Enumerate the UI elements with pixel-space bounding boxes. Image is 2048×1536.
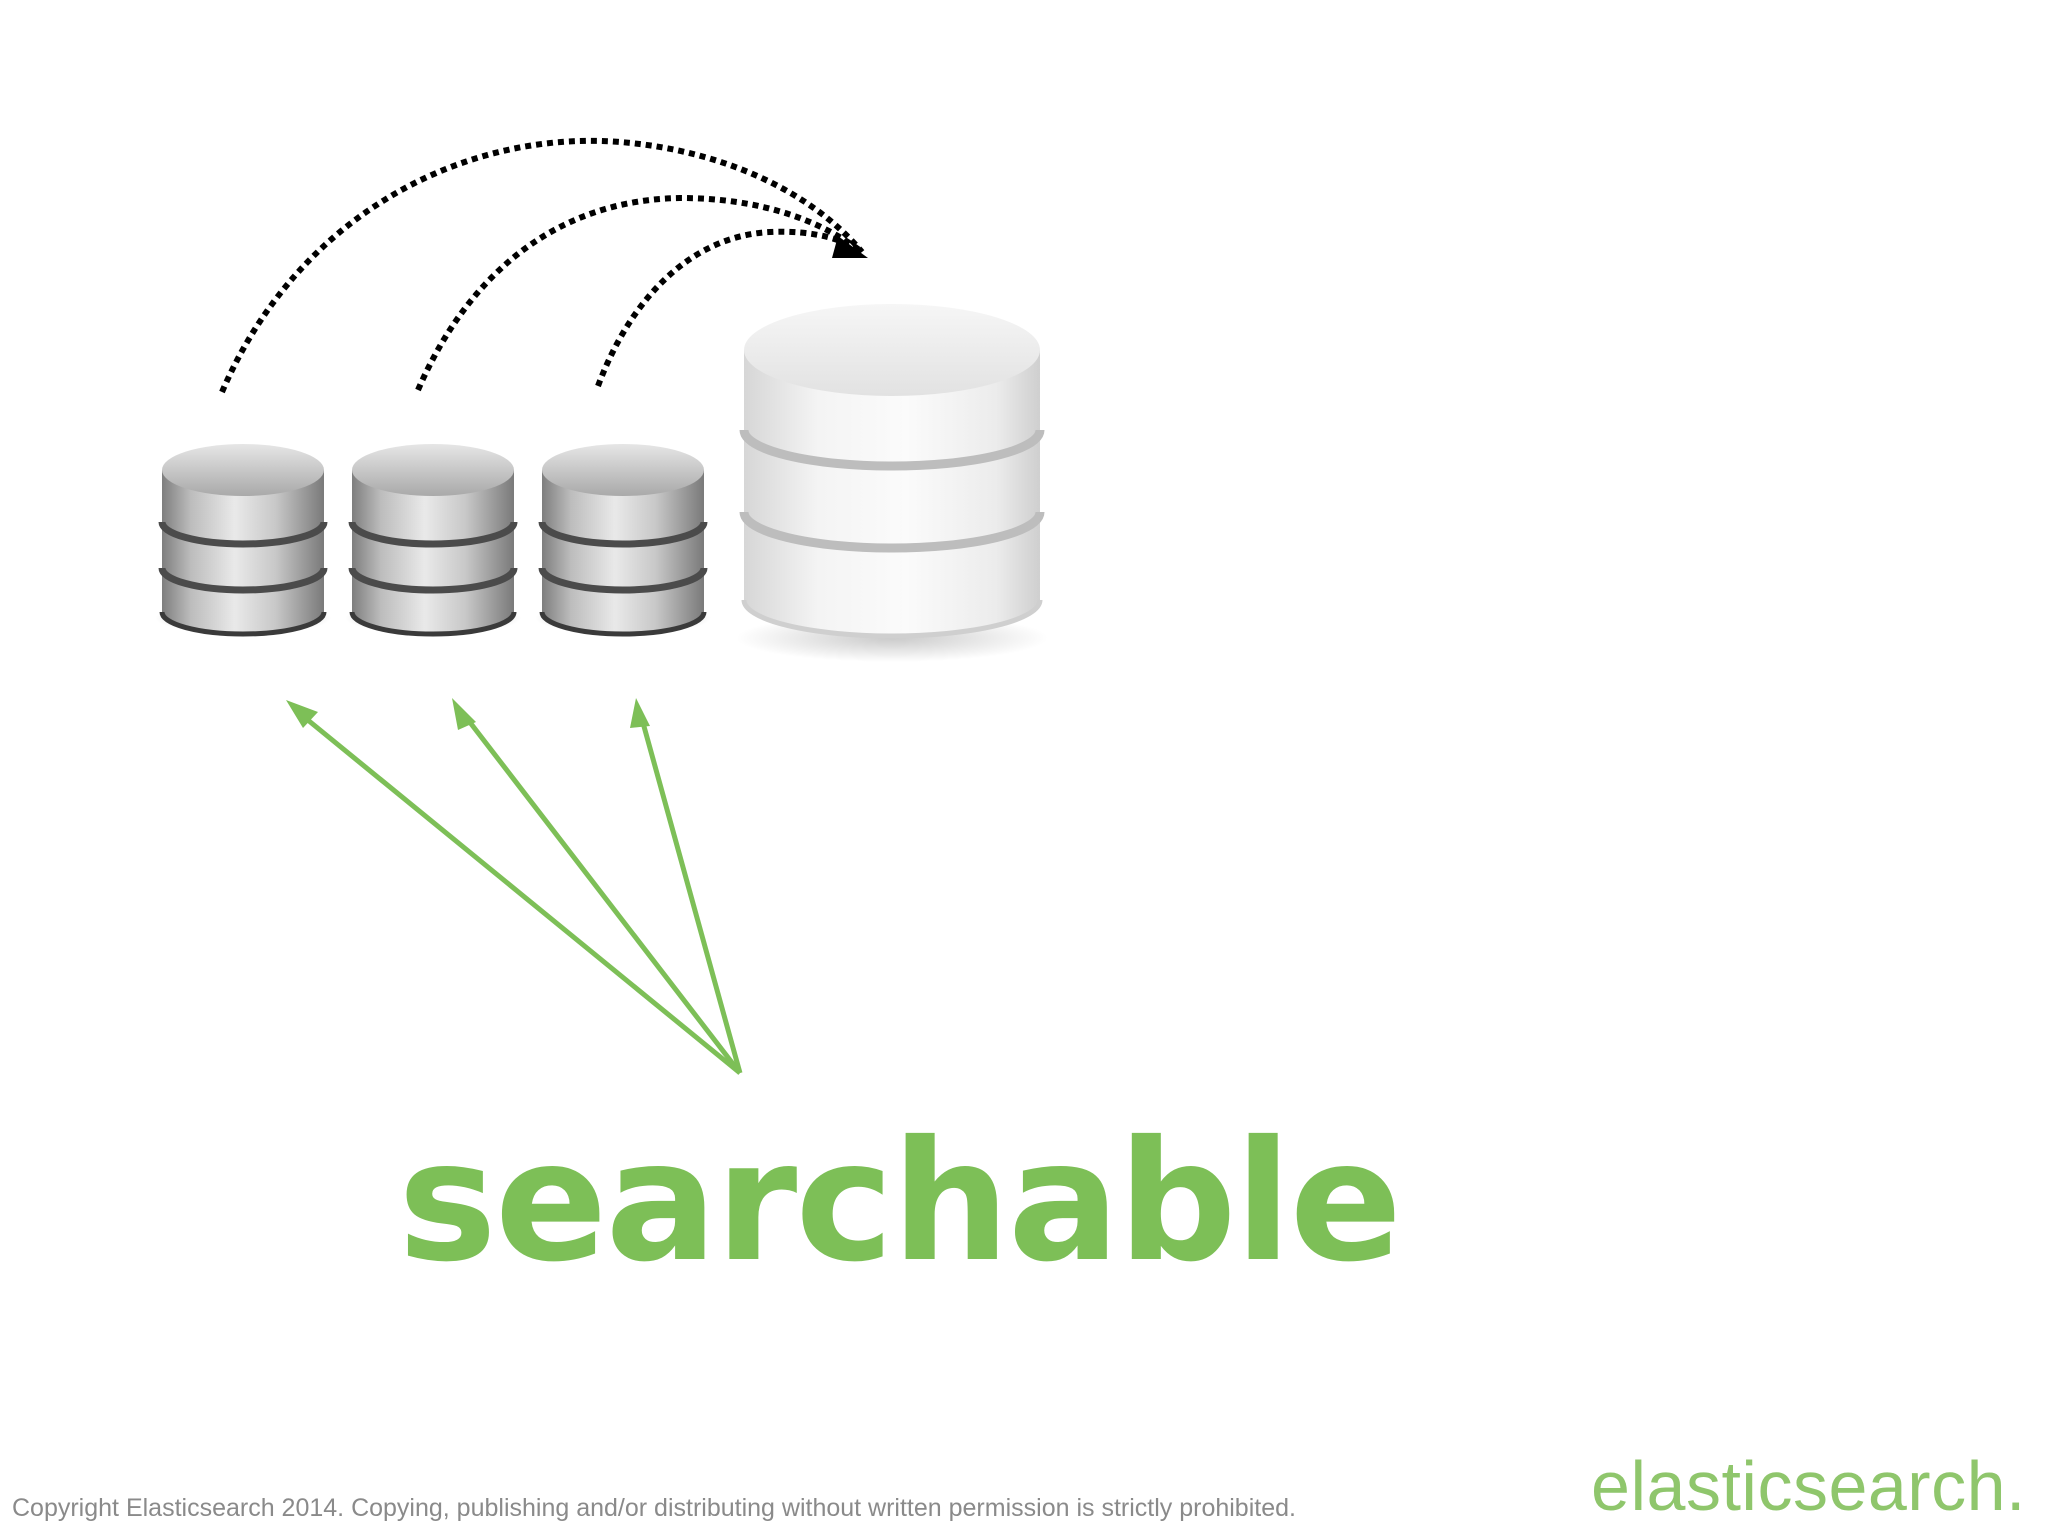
merge-arrow-1 [219, 137, 865, 394]
copyright-notice: Copyright Elasticsearch 2014. Copying, p… [12, 1494, 1296, 1522]
search-arrowhead-3 [630, 698, 650, 728]
search-arrowhead-2 [452, 698, 476, 730]
merge-arrow-3 [595, 228, 864, 388]
small-database-2 [345, 444, 521, 637]
large-database [736, 304, 1048, 662]
merge-arrows [219, 137, 868, 394]
search-arrow-2 [460, 710, 742, 1075]
search-arrow-1 [296, 710, 742, 1075]
brand-logo: elasticsearch. [1591, 1447, 2026, 1525]
search-arrows [286, 698, 743, 1075]
search-arrowhead-1 [286, 700, 318, 728]
small-database-1 [155, 444, 331, 637]
small-database-3 [535, 444, 711, 637]
caption-searchable: searchable [398, 1106, 1402, 1299]
merge-arrow-2 [415, 194, 864, 392]
search-arrow-3 [637, 711, 743, 1074]
merge-arrowhead [832, 236, 868, 258]
